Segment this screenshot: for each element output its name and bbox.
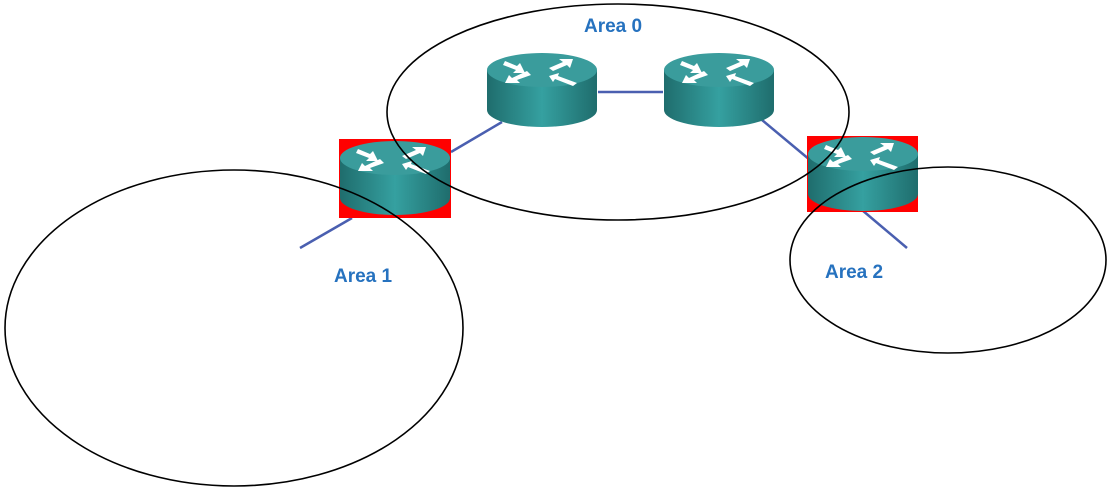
link-abr2-area2: [861, 209, 908, 249]
link-abr1-area1: [299, 216, 353, 250]
area-0-label: Area 0: [584, 16, 643, 37]
area-2-boundary: [789, 166, 1107, 354]
link-r0b-abr2: [761, 119, 811, 161]
area-1-boundary: [4, 169, 464, 487]
link-abr1-r0a: [450, 120, 503, 154]
router-icon[interactable]: [664, 53, 774, 127]
area-0-boundary: [386, 3, 850, 221]
area-2-label: Area 2: [825, 262, 884, 283]
links: [299, 90, 908, 250]
area-1-label: Area 1: [334, 266, 393, 287]
router-icon[interactable]: [340, 141, 450, 215]
router-icon[interactable]: [808, 137, 918, 211]
router-icon[interactable]: [487, 53, 597, 127]
